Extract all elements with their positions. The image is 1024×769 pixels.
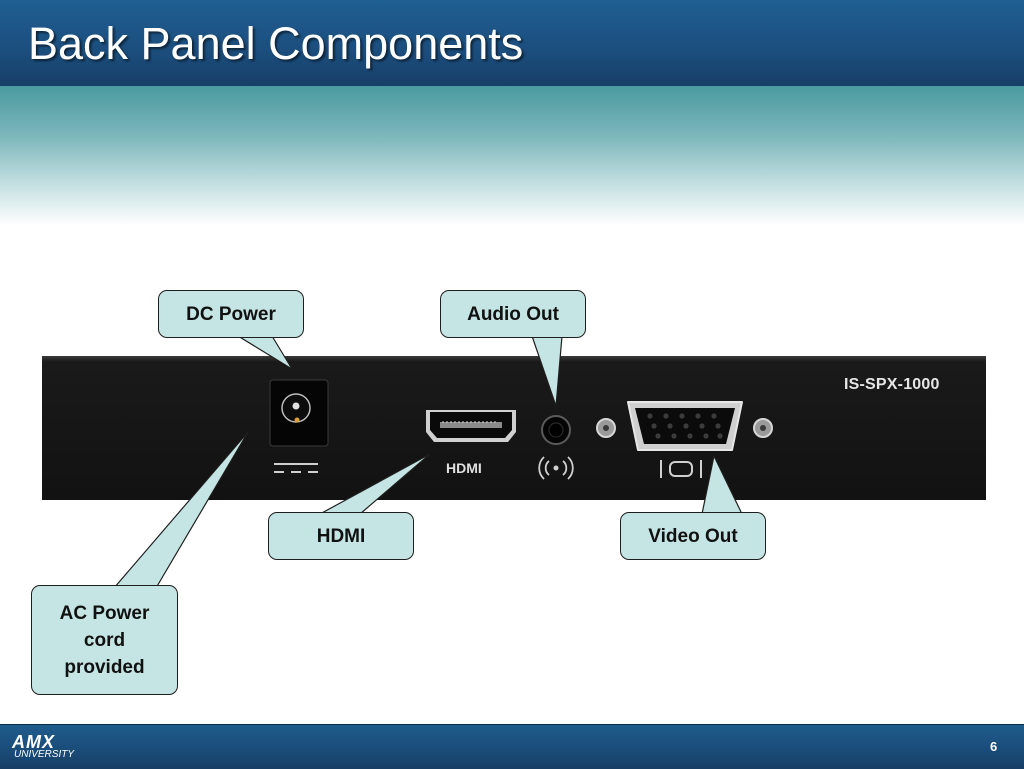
teal-gradient-band: [0, 86, 1024, 226]
back-panel-photo: IS-SPX-1000 HDMI: [42, 356, 986, 500]
page-number: 6: [990, 739, 998, 754]
title-bar: Back Panel Components: [0, 0, 1024, 87]
model-label: IS-SPX-1000: [844, 376, 940, 393]
slide-title: Back Panel Components: [28, 18, 524, 69]
footer-bar: AMX UNIVERSITY 6: [0, 724, 1024, 769]
audio-jack-icon: [541, 415, 571, 445]
logo-mark: AMX: [12, 732, 55, 752]
ac-power-callout: AC Power cord provided: [31, 585, 178, 695]
logo-subtext: UNIVERSITY: [14, 749, 75, 760]
video-output-symbol-icon: [660, 460, 702, 478]
amx-university-logo: AMX UNIVERSITY: [12, 733, 82, 763]
video-out-callout: Video Out: [620, 512, 766, 560]
dc-power-callout: DC Power: [158, 290, 304, 338]
vga-port-icon: [596, 401, 773, 451]
video-out-pointer: [701, 455, 743, 515]
dc-symbol-icon: [274, 463, 318, 473]
hdmi-callout: HDMI: [268, 512, 414, 560]
audio-out-pointer: [531, 335, 563, 407]
hdmi-port-icon: [426, 410, 516, 442]
hdmi-pointer: [319, 453, 431, 515]
dc-power-jack-icon: [269, 379, 329, 447]
dc-power-pointer: [237, 335, 293, 370]
audio-output-symbol-icon: [538, 456, 574, 480]
back-panel-illustration: [269, 379, 773, 480]
hdmi-port-label: HDMI: [446, 460, 482, 476]
ac-power-pointer: [113, 431, 249, 589]
audio-out-callout: Audio Out: [440, 290, 586, 338]
